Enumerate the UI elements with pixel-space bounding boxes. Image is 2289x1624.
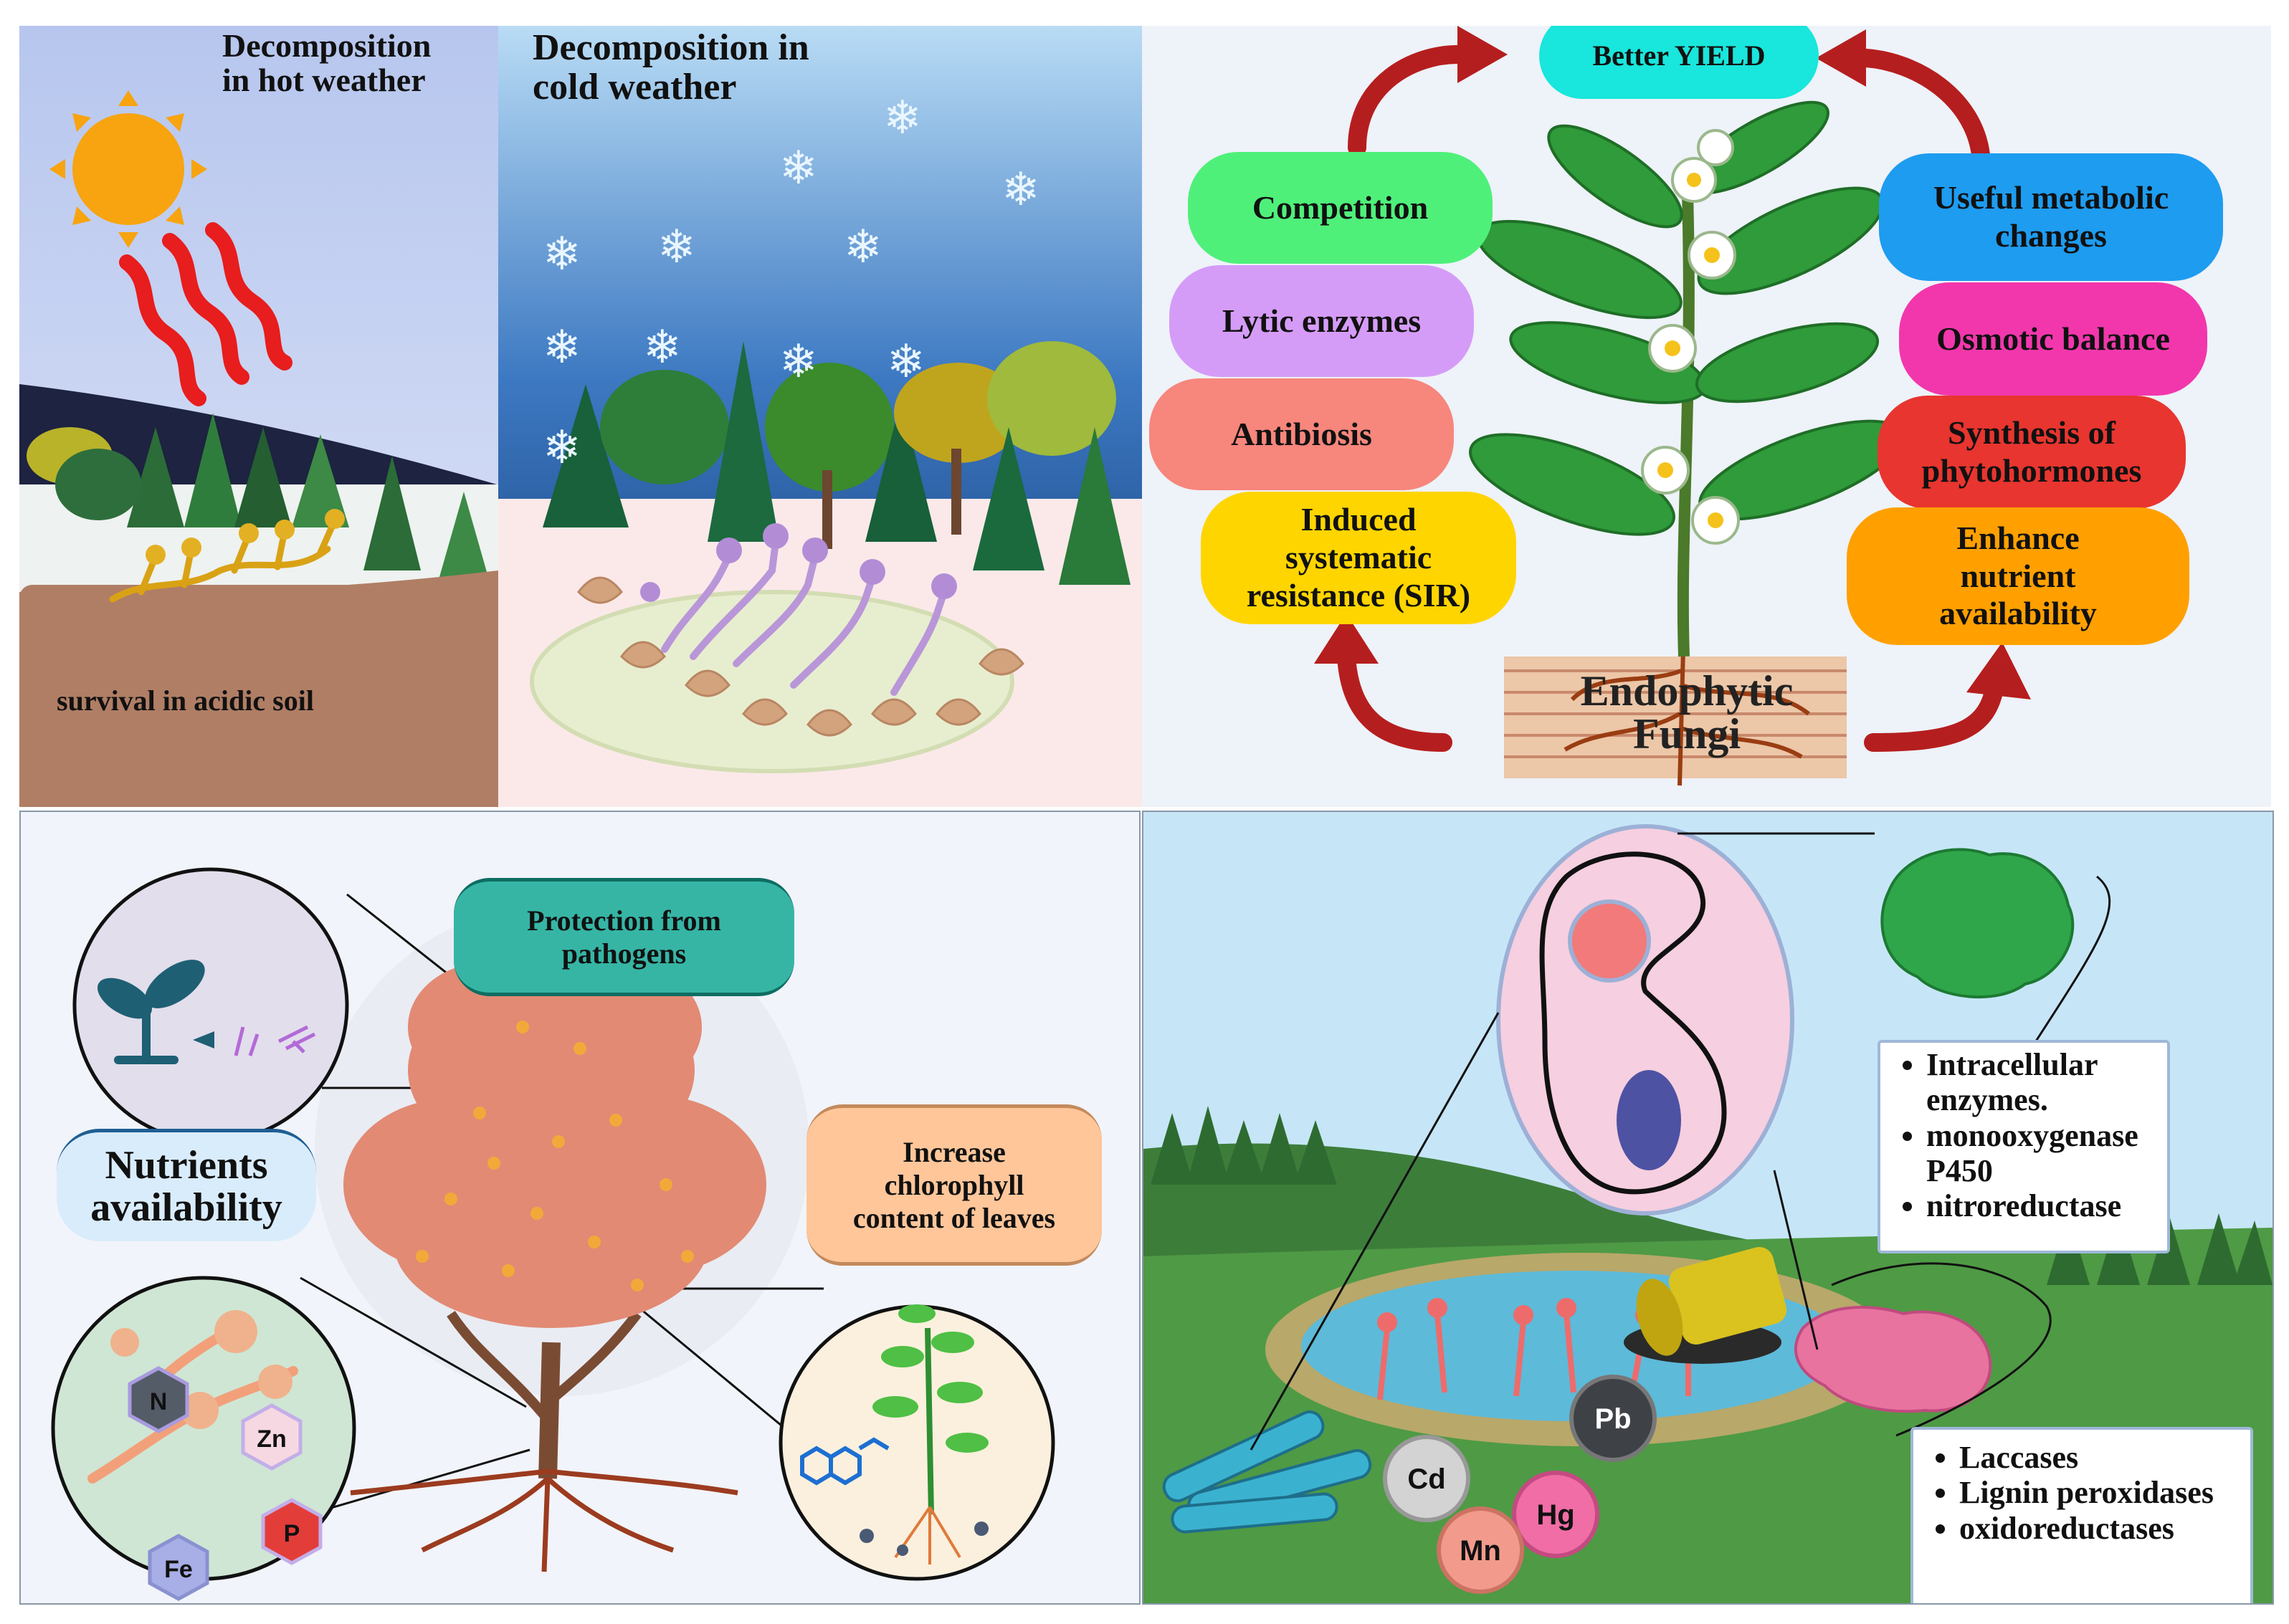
nutrient-line-3: availability bbox=[1939, 595, 2097, 632]
svg-text:❄: ❄ bbox=[883, 92, 922, 143]
arrow-left-to-yield bbox=[1348, 45, 1467, 157]
svg-text:❄: ❄ bbox=[779, 142, 818, 194]
cold-title-line-2: cold weather bbox=[533, 66, 737, 108]
forest-cold bbox=[543, 341, 1131, 585]
nutrients-line-1: Nutrients bbox=[105, 1143, 268, 1188]
phytohormones-pill: Synthesis of phytohormones bbox=[1878, 396, 2186, 509]
sun-icon bbox=[49, 90, 207, 248]
panel-bioremediation: Pb Cd Hg Mn Intracellular enzymes. monoo… bbox=[1142, 811, 2274, 1605]
antibiosis-pill: Antibiosis bbox=[1149, 378, 1454, 490]
lytic-enzymes-pill: Lytic enzymes bbox=[1169, 265, 1474, 377]
red-fungi-icon bbox=[1377, 1313, 1691, 1400]
panel-endophytic-benefits: Better YIELD Competition Lytic enzymes A… bbox=[1142, 26, 2271, 807]
extracellular-enzymes-box: Laccases Lignin peroxidases oxidoreducta… bbox=[1910, 1427, 2253, 1603]
increase-chlorophyll-label: Increase chlorophyll content of leaves bbox=[806, 1104, 1102, 1266]
chlorophyll-plant-icon bbox=[800, 1304, 989, 1565]
nutrient-line-1: Enhance bbox=[1956, 519, 2080, 556]
lignin-peroxidases-item: Lignin peroxidases bbox=[1959, 1475, 2250, 1510]
pink-enzyme-icon bbox=[1794, 1306, 1992, 1413]
leaf-icons bbox=[577, 576, 1024, 737]
chlorophyll-line-2: chlorophyll bbox=[884, 1168, 1024, 1201]
arrow-right-to-yield bbox=[1857, 49, 1990, 164]
oxidoreductases-item: oxidoreductases bbox=[1959, 1511, 2250, 1546]
hot-title-line-1: Decomposition bbox=[222, 27, 432, 64]
competition-pill: Competition bbox=[1188, 152, 1493, 264]
svg-text:❄: ❄ bbox=[543, 228, 581, 280]
seedling-icon bbox=[97, 960, 214, 1064]
nutrient-hexagons bbox=[128, 1366, 323, 1601]
oil-barrel-icon bbox=[1624, 1246, 1787, 1364]
enhance-nutrient-pill: Enhance nutrient availability bbox=[1847, 507, 2189, 645]
svg-text:❄: ❄ bbox=[887, 335, 925, 387]
induced-sir-pill: Induced systematic resistance (SIR) bbox=[1201, 492, 1516, 624]
snowflake-icons: ❄ ❄ ❄ ❄ ❄ ❄ ❄ ❄ ❄ ❄ ❄ bbox=[543, 92, 1040, 473]
protection-line-1: Protection from bbox=[527, 904, 721, 937]
fungi-label-line-2: Fungi bbox=[1632, 710, 1741, 758]
cold-weather-title: Decomposition in cold weather bbox=[533, 27, 809, 108]
fungal-cell-icon bbox=[1496, 824, 1794, 1215]
monooxygenase-item: monooxygenase P450 bbox=[1926, 1118, 2167, 1189]
nutrient-zn-label: Zn bbox=[257, 1425, 287, 1453]
nutrient-fe-label: Fe bbox=[164, 1556, 193, 1583]
decomposition-scene: ❄ ❄ ❄ ❄ ❄ ❄ ❄ ❄ ❄ ❄ ❄ bbox=[19, 26, 1142, 807]
tree-root-icon bbox=[350, 1468, 738, 1572]
metal-cd-label: Cd bbox=[1407, 1463, 1445, 1495]
cold-title-line-1: Decomposition in bbox=[533, 27, 809, 68]
acidic-soil-caption: survival in acidic soil bbox=[57, 684, 314, 717]
pathogen-icon bbox=[234, 1025, 316, 1056]
sir-line-1: Induced bbox=[1300, 501, 1417, 538]
green-enzyme-icon bbox=[1880, 848, 2075, 999]
blue-fungi-icon bbox=[1162, 1410, 1372, 1534]
endophytic-fungi-label: Endophytic Fungi bbox=[1543, 669, 1830, 755]
tea-plant-icon bbox=[1469, 100, 1905, 657]
chlorophyll-line-3: content of leaves bbox=[852, 1201, 1056, 1234]
fungi-label-line-1: Endophytic bbox=[1580, 667, 1794, 715]
hot-title-line-2: in hot weather bbox=[222, 62, 426, 99]
sir-line-2: systematic bbox=[1285, 539, 1432, 576]
nitroreductase-item: nitroreductase bbox=[1926, 1188, 2167, 1223]
fungi-cold-icon bbox=[661, 538, 948, 696]
root-icon bbox=[1564, 649, 1810, 786]
chlorophyll-line-1: Increase bbox=[903, 1135, 1006, 1168]
svg-text:❄: ❄ bbox=[643, 321, 682, 373]
svg-text:❄: ❄ bbox=[1001, 163, 1040, 215]
svg-text:❄: ❄ bbox=[779, 335, 818, 387]
heat-waves-icon bbox=[119, 222, 292, 406]
svg-text:❄: ❄ bbox=[844, 221, 882, 272]
intracellular-item: Intracellular enzymes. bbox=[1926, 1047, 2167, 1118]
useful-metabolic-changes-pill: Useful metabolic changes bbox=[1879, 153, 2223, 281]
phyto-line-1: Synthesis of bbox=[1948, 414, 2116, 452]
panel-tree-benefits: N Zn P Fe Protection from pathogen bbox=[19, 811, 1141, 1605]
nutrient-n-label: N bbox=[150, 1388, 168, 1415]
svg-text:❄: ❄ bbox=[657, 221, 696, 272]
nutrients-line-2: availability bbox=[90, 1185, 282, 1230]
metal-mn-label: Mn bbox=[1460, 1535, 1501, 1567]
better-yield-label: Better YIELD bbox=[1539, 26, 1819, 99]
laccases-item: Laccases bbox=[1959, 1440, 2250, 1475]
hot-weather-title: Decomposition in hot weather bbox=[222, 27, 432, 99]
metabolic-line-1: Useful metabolic bbox=[1933, 179, 2169, 216]
osmotic-balance-pill: Osmotic balance bbox=[1899, 282, 2207, 396]
metal-pb-label: Pb bbox=[1594, 1403, 1631, 1435]
heavy-metal-icons bbox=[1383, 1375, 1657, 1594]
svg-text:❄: ❄ bbox=[543, 321, 581, 373]
arrow-fungi-to-left bbox=[1337, 647, 1452, 752]
metal-hg-label: Hg bbox=[1536, 1499, 1574, 1531]
protection-line-2: pathogens bbox=[561, 937, 687, 970]
metabolic-line-2: changes bbox=[1995, 217, 2107, 254]
phyto-line-2: phytohormones bbox=[1921, 452, 2142, 489]
svg-text:❄: ❄ bbox=[543, 421, 581, 473]
sir-line-3: resistance (SIR) bbox=[1246, 576, 1471, 613]
protection-from-pathogens-label: Protection from pathogens bbox=[454, 878, 794, 996]
nutrients-availability-label: Nutrients availability bbox=[57, 1129, 316, 1241]
plant-and-arrows bbox=[1314, 26, 2031, 786]
nutrient-p-label: P bbox=[284, 1520, 300, 1547]
forest-hot bbox=[27, 413, 492, 592]
panel-decomposition-weather: ❄ ❄ ❄ ❄ ❄ ❄ ❄ ❄ ❄ ❄ ❄ bbox=[19, 26, 1142, 807]
fungi-hot-icon bbox=[109, 517, 338, 603]
intracellular-enzymes-box: Intracellular enzymes. monooxygenase P45… bbox=[1878, 1040, 2170, 1253]
arrow-fungi-to-right bbox=[1864, 676, 2004, 752]
nutrient-line-2: nutrient bbox=[1960, 557, 2076, 594]
